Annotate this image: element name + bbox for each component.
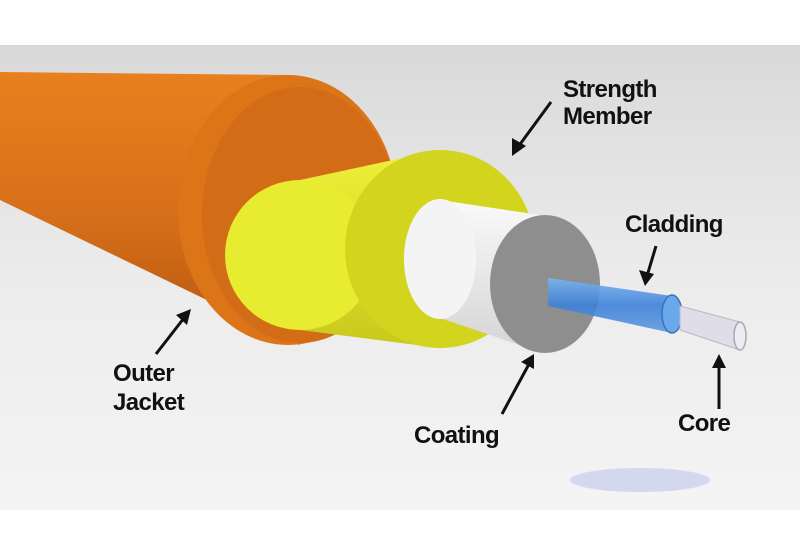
arrows xyxy=(154,101,726,415)
label-cladding: Cladding xyxy=(625,211,723,238)
label-outer-jacket-line2: Jacket xyxy=(113,389,185,416)
label-core: Core xyxy=(678,410,731,437)
coating xyxy=(404,199,600,353)
cladding-arrow xyxy=(639,245,658,286)
label-strength-member-line1: Strength xyxy=(563,76,657,103)
label-coating: Coating xyxy=(414,422,499,449)
core-arrow xyxy=(712,354,726,409)
outer-jacket-arrow xyxy=(154,309,191,355)
light-glow xyxy=(570,468,710,492)
strength-member-arrow xyxy=(512,101,553,156)
label-outer-jacket-line1: Outer xyxy=(113,360,174,387)
core xyxy=(679,305,747,351)
coating-arrow xyxy=(500,354,534,415)
cladding xyxy=(548,278,683,334)
label-strength-member-line2: Member xyxy=(563,103,652,130)
